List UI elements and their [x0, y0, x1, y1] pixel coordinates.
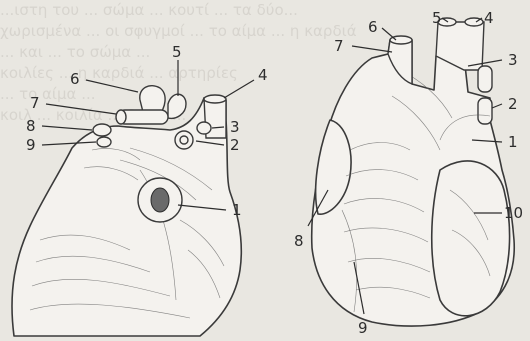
label-right-3: 3: [508, 51, 518, 69]
label-right-1: 1: [508, 133, 518, 151]
label-right-5: 5: [432, 9, 442, 27]
label-right-6: 6: [368, 18, 378, 36]
label-left-5: 5: [172, 43, 182, 61]
left-vessel-8: [93, 124, 111, 136]
right-vessel-3: [478, 66, 492, 92]
leader-left-6: [86, 80, 138, 92]
leader-left-7: [46, 104, 116, 114]
leader-right-7: [352, 46, 392, 52]
label-left-7: 7: [30, 94, 40, 112]
right-ventricle-10: [432, 161, 510, 316]
leader-right-2: [492, 104, 502, 108]
label-left-9: 9: [26, 136, 36, 154]
label-left-6: 6: [70, 70, 80, 88]
leader-left-8: [42, 126, 92, 130]
label-left-2: 2: [230, 136, 240, 154]
label-left-3: 3: [230, 118, 240, 136]
left-vessel-4-opening: [204, 95, 226, 103]
label-right-4: 4: [484, 9, 494, 27]
leader-right-6: [382, 28, 396, 40]
right-heart-drawing: [312, 18, 515, 326]
left-heart-drawing: [12, 86, 241, 336]
label-right-8: 8: [294, 232, 304, 250]
leader-left-4: [224, 80, 254, 98]
label-left-4: 4: [258, 66, 268, 84]
label-right-7: 7: [334, 37, 344, 55]
label-right-10: 10: [504, 204, 523, 222]
right-vessel-2: [478, 98, 492, 124]
label-left-1: 1: [232, 201, 242, 219]
left-vessel-3: [197, 122, 211, 134]
left-vein-lumen-1: [151, 188, 169, 212]
left-vessel-2-inner: [180, 136, 188, 144]
left-vessel-9: [97, 137, 111, 147]
label-right-2: 2: [508, 95, 518, 113]
label-right-9: 9: [358, 319, 368, 337]
left-vessel-5: [168, 94, 186, 118]
left-vessel-7-opening: [116, 110, 126, 124]
label-left-8: 8: [26, 117, 36, 135]
